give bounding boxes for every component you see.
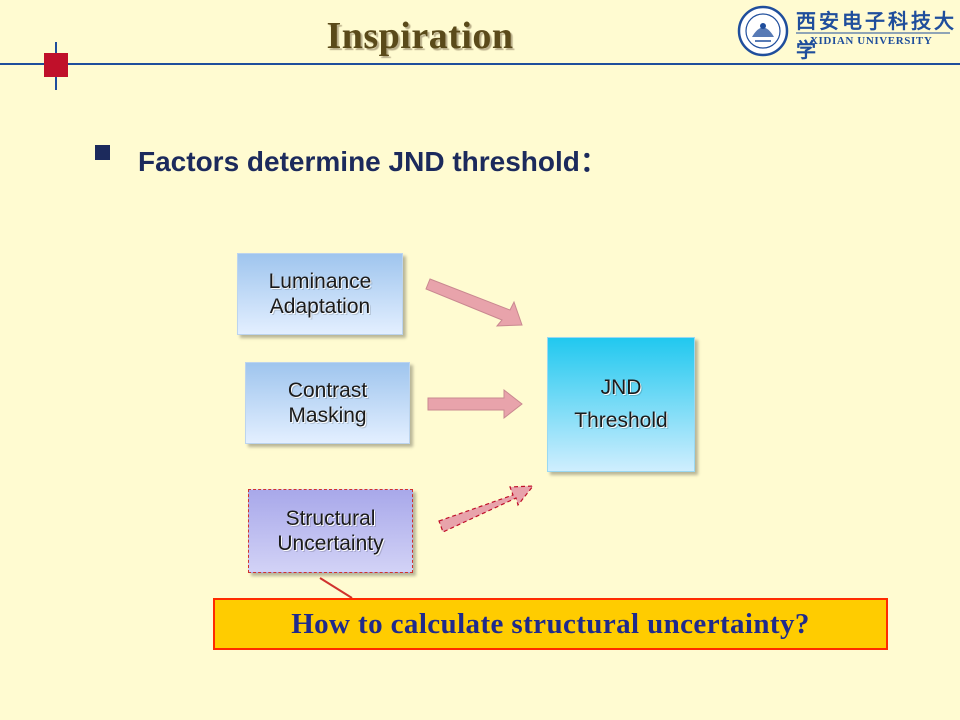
jnd-threshold-box: JND Threshold [547, 337, 695, 472]
factor-label-line2: Adaptation [269, 295, 371, 318]
factor-label-line2: Uncertainty [277, 532, 384, 555]
red-square-marker [44, 53, 68, 77]
header-rule [0, 63, 960, 65]
target-label-line1: JND [600, 375, 642, 399]
university-name-cn: 西安电子科技大学 [796, 9, 957, 62]
arrow-structural-to-jnd [438, 485, 535, 533]
question-callout: How to calculate structural uncertainty? [213, 598, 888, 650]
slide-title: Inspiration [326, 15, 514, 57]
university-seal-icon [737, 5, 789, 57]
bullet-square-icon [95, 145, 110, 160]
factor-label-line1: Contrast [287, 378, 368, 402]
callout-pointer [319, 577, 353, 599]
university-logo [736, 4, 954, 58]
factor-label-line1: Luminance [268, 269, 372, 293]
arrow-luminance-to-jnd [425, 278, 523, 327]
university-name-en: XIDIAN UNIVERSITY [810, 35, 933, 47]
target-label-line2: Threshold [574, 408, 668, 432]
bullet-text: Factors determine JND threshold： [138, 146, 608, 177]
factor-label-line2: Masking [288, 404, 367, 427]
arrow-contrast-to-jnd [427, 388, 523, 420]
factor-label-line1: Structural [285, 506, 376, 530]
